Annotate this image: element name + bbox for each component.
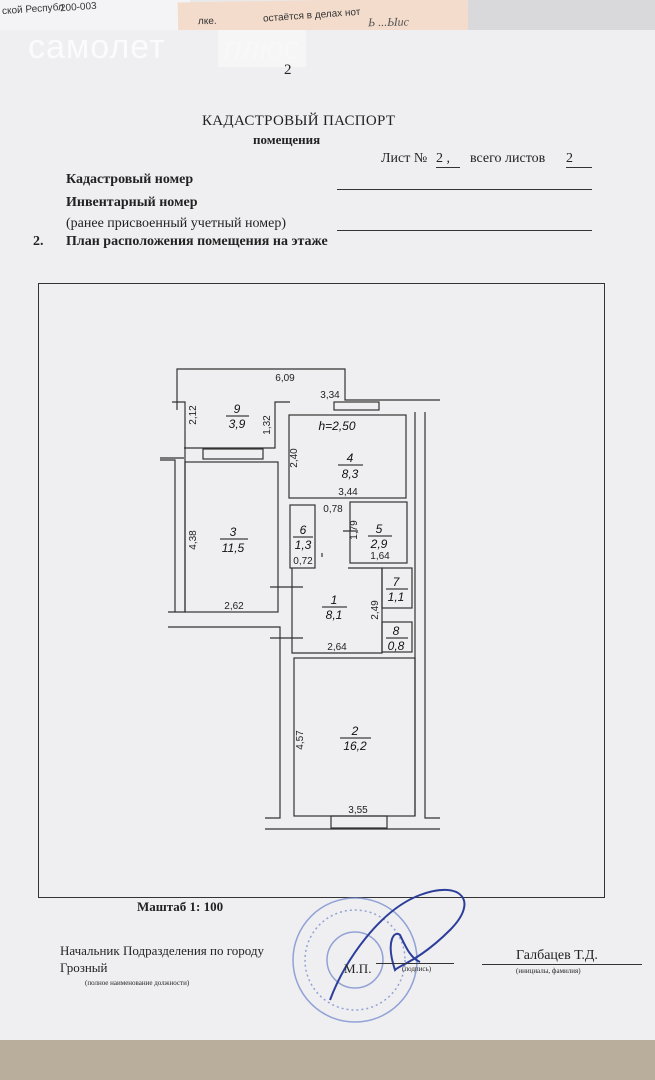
room-label-7: 71,1 <box>386 575 408 604</box>
wall-left-outer <box>160 459 176 612</box>
section-title: План расположения помещения на этаже <box>66 234 328 249</box>
cadastral-number-field <box>337 189 592 190</box>
room-label-2: 216,2 <box>340 724 371 753</box>
watermark-logo: самолет <box>28 28 166 66</box>
svg-text:1,3: 1,3 <box>295 538 312 552</box>
svg-text:8,1: 8,1 <box>326 608 343 622</box>
room-7-outline <box>381 567 413 609</box>
room-4-outline <box>288 414 407 499</box>
room-9-wall <box>184 401 290 449</box>
room-label-4: 48,3 <box>338 451 363 481</box>
cadastral-number-label: Кадастровый номер <box>66 172 194 187</box>
room-label-1: 18,1 <box>322 593 347 622</box>
svg-text:2,9: 2,9 <box>370 537 388 551</box>
total-sheets: 2 <box>566 151 592 168</box>
dimension-label: 2,64 <box>327 642 347 653</box>
room-label-5: 52,9 <box>368 522 392 551</box>
outer-wall-left <box>168 401 186 613</box>
svg-text:6: 6 <box>300 523 307 537</box>
signer-caption: (инициалы, фамилия) <box>516 967 581 975</box>
svg-text:11,5: 11,5 <box>222 541 245 555</box>
sheet-label: Лист № <box>381 151 428 166</box>
document-subtitle: помещения <box>253 132 321 147</box>
dimension-label: 2,49 <box>370 600 381 620</box>
window <box>330 815 388 829</box>
scale-label: Маштаб 1: 100 <box>137 899 224 914</box>
dimension-label: 2,62 <box>224 601 244 612</box>
room-5-outline <box>349 501 408 564</box>
svg-text:16,2: 16,2 <box>343 739 367 753</box>
svg-text:3: 3 <box>230 525 237 539</box>
dimension-label: 0,78 <box>323 504 343 515</box>
door-marks <box>270 530 358 639</box>
page-number: 2 <box>284 62 292 78</box>
watermark-logo-plus: плюс <box>218 30 306 67</box>
dimension-label: 3,44 <box>338 487 358 498</box>
dimension-label: 1,32 <box>262 415 273 435</box>
dimension-label: 3,55 <box>348 805 368 816</box>
wall-lower-left <box>168 626 281 819</box>
dimension-label: 0,72 <box>293 556 313 567</box>
svg-text:9: 9 <box>234 402 241 416</box>
room-label-3: 311,5 <box>220 525 248 555</box>
position-caption: (полное наименование должности) <box>85 979 190 987</box>
svg-text:7: 7 <box>393 575 401 589</box>
document-sheet <box>0 30 655 1040</box>
outer-wall-top <box>176 368 440 410</box>
outer-wall-right <box>414 412 440 819</box>
signer-name: Галбацев Т.Д. <box>516 948 598 963</box>
svg-text:4: 4 <box>347 451 354 465</box>
position-city: Грозный <box>60 960 108 975</box>
svg-text:0,8: 0,8 <box>388 639 405 653</box>
signature-caption: (подпись) <box>402 965 432 973</box>
background-surface <box>0 1040 655 1080</box>
svg-text:8: 8 <box>393 624 400 638</box>
dimension-label: 4,38 <box>188 530 199 550</box>
inventory-number-field <box>337 230 592 231</box>
document-title: КАДАСТРОВЫЙ ПАСПОРТ <box>202 113 396 129</box>
sheet-number: 2 , <box>436 151 460 168</box>
room-8-outline <box>381 621 413 653</box>
window <box>202 448 264 460</box>
dimension-label: 6,09 <box>275 373 295 384</box>
room-label-8: 80,8 <box>386 624 408 653</box>
stamp-label: М.П. <box>344 961 372 976</box>
position-title: Начальник Подразделения по городу <box>60 943 264 958</box>
svg-text:1,1: 1,1 <box>388 590 405 604</box>
total-sheets-label: всего листов <box>470 151 546 166</box>
svg-text:3,9: 3,9 <box>229 417 246 431</box>
svg-text:1: 1 <box>331 593 338 607</box>
room-label-9: 93,9 <box>226 402 249 431</box>
room-label-6: 61,3 <box>293 523 313 552</box>
dimension-label: 3,34 <box>320 390 340 401</box>
svg-text:8,3: 8,3 <box>342 467 359 481</box>
previous-number-label: (ранее присвоенный учетный номер) <box>66 216 287 231</box>
room-6-outline <box>289 504 316 569</box>
section-number: 2. <box>33 234 44 249</box>
svg-text:5: 5 <box>376 522 383 536</box>
room-3-outline <box>184 461 279 613</box>
signature <box>329 889 466 1001</box>
room-1-outline <box>291 567 383 654</box>
ceiling-height: h=2,50 <box>318 419 355 433</box>
svg-text:2: 2 <box>351 724 359 738</box>
official-stamp <box>292 897 418 1023</box>
dimension-label: 1,64 <box>370 551 390 562</box>
inventory-number-label: Инвентарный номер <box>66 195 198 210</box>
signature-line <box>376 963 454 964</box>
window <box>333 401 380 411</box>
floor-plan-frame <box>38 283 605 898</box>
dimension-label: 1,79 <box>349 520 360 540</box>
dimension-label: 4,57 <box>295 730 306 750</box>
dimension-label: 2,40 <box>289 448 300 468</box>
signer-name-line <box>482 964 642 965</box>
dimension-label: 2,12 <box>188 405 199 425</box>
